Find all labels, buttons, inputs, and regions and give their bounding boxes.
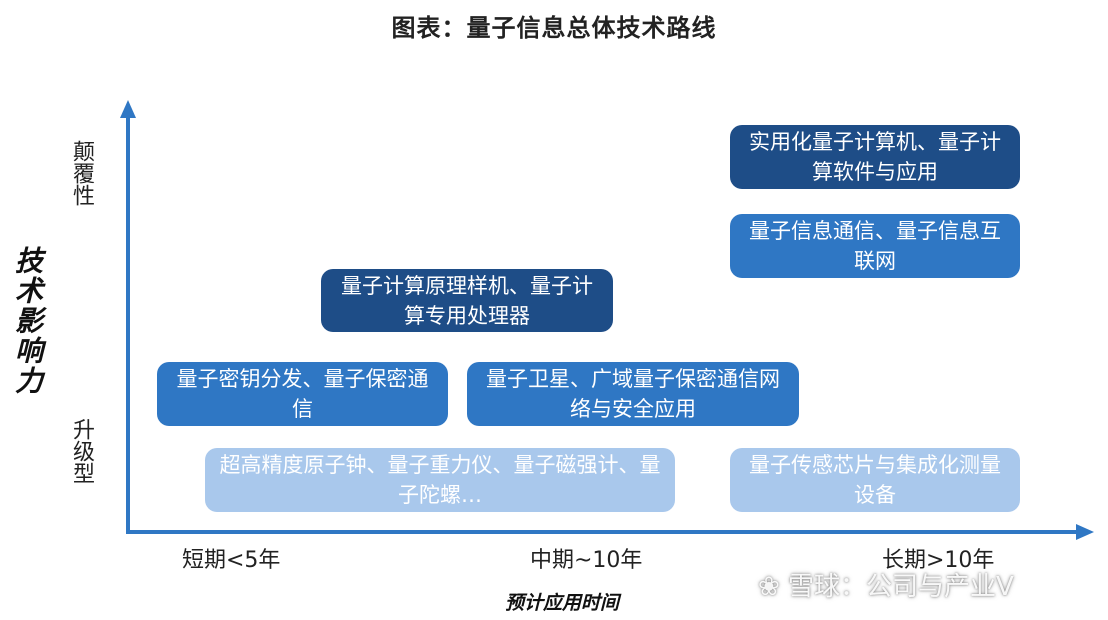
y-axis-label: 技术影响力 xyxy=(11,246,44,396)
box-quantum-satellite: 量子卫星、广域量子保密通信网络与安全应用 xyxy=(467,362,799,426)
chart-title: 图表：量子信息总体技术路线 xyxy=(391,14,717,42)
y-axis-arrow xyxy=(120,100,136,118)
x-tick-mid: 中期~10年 xyxy=(530,548,643,573)
x-axis-arrow xyxy=(1076,524,1094,540)
x-tick-short: 短期<5年 xyxy=(182,548,281,573)
box-sensing-chips: 量子传感芯片与集成化测量设备 xyxy=(730,448,1020,512)
x-tick-long: 长期>10年 xyxy=(882,548,995,573)
box-quantum-prototype: 量子计算原理样机、量子计算专用处理器 xyxy=(321,269,613,332)
watermark: ❀ 雪球：公司与产业V xyxy=(758,572,1014,602)
x-axis-label: 预计应用时间 xyxy=(505,592,620,614)
y-tick-disruptive: 颠覆性 xyxy=(69,140,94,206)
box-quantum-sensors: 超高精度原子钟、量子重力仪、量子磁强计、量子陀螺… xyxy=(205,448,675,512)
box-quantum-internet: 量子信息通信、量子信息互联网 xyxy=(730,214,1020,278)
y-tick-upgrade: 升级型 xyxy=(69,418,94,484)
box-qkd: 量子密钥分发、量子保密通信 xyxy=(157,362,448,426)
box-practical-quantum-computer: 实用化量子计算机、量子计算软件与应用 xyxy=(730,125,1020,189)
